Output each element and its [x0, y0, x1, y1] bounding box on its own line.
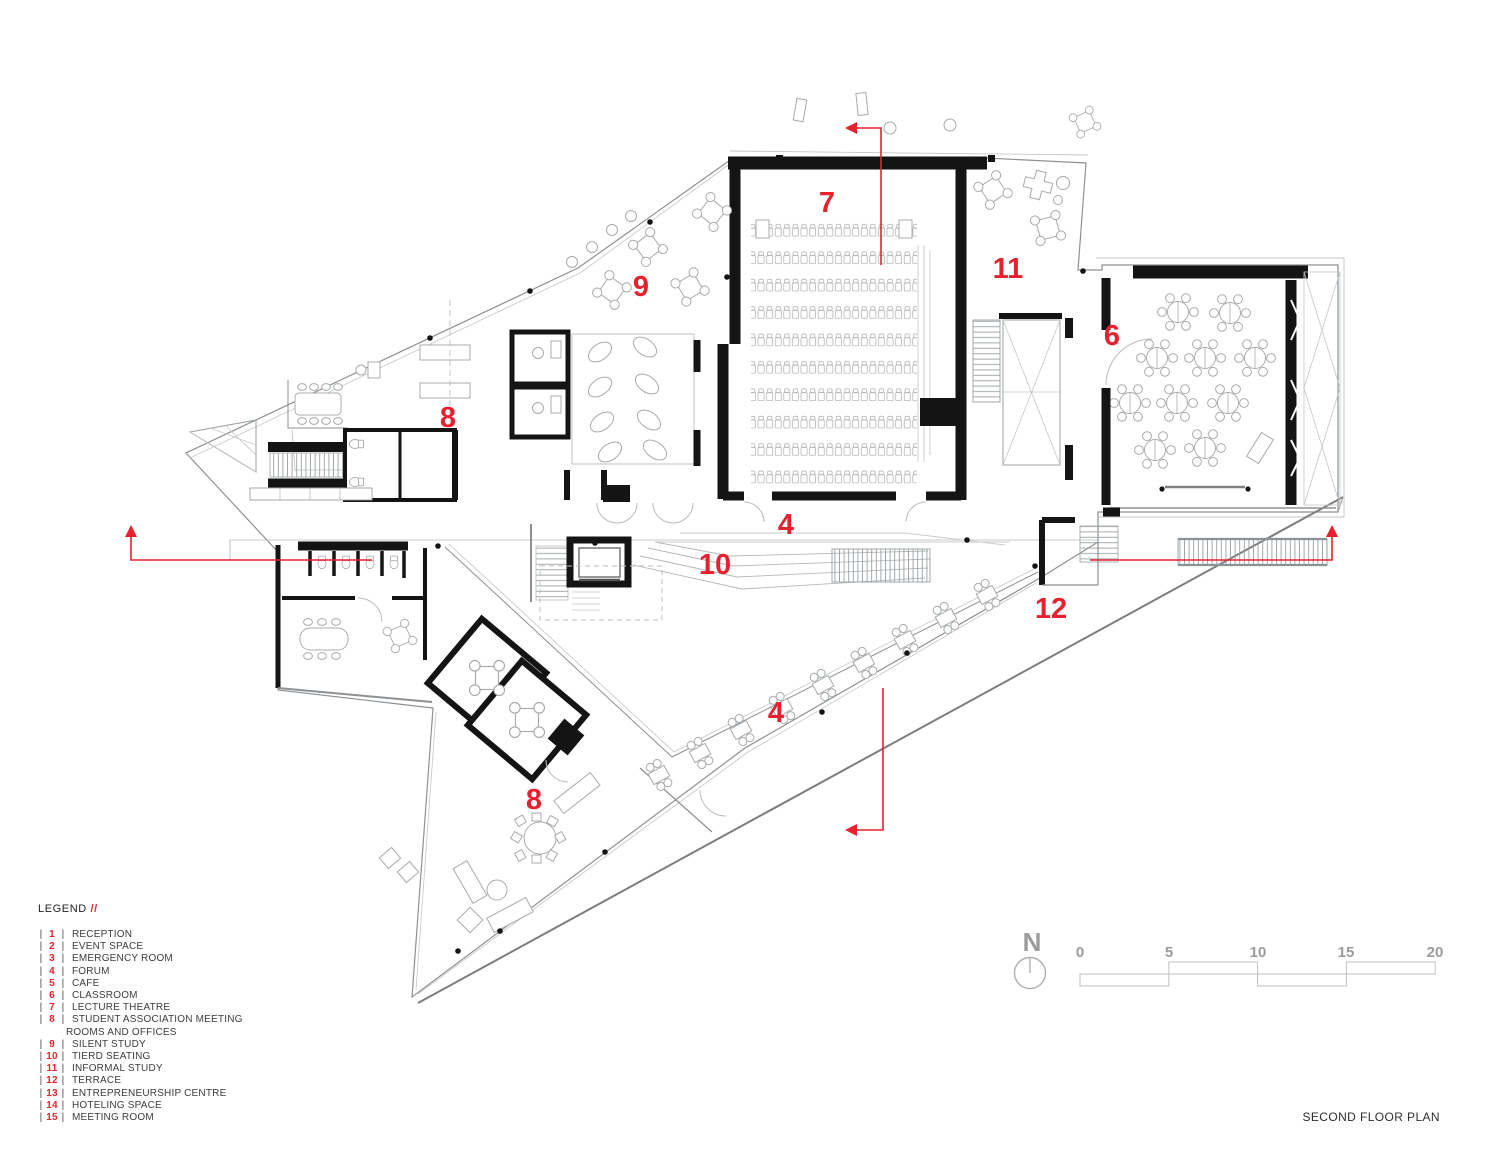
silent-study	[566, 91, 1107, 314]
northwest-core	[188, 419, 458, 561]
north-arrow: N	[1012, 927, 1052, 999]
legend-title: LEGEND	[38, 903, 87, 915]
label-tiered-seating: 10	[699, 549, 731, 581]
legend-item-6: |6|CLASSROOM	[39, 990, 138, 1002]
legend-item-1: |1|RECEPTION	[39, 929, 133, 940]
legend-item-11: |11|INFORMAL STUDY	[39, 1063, 163, 1075]
legend-slashes: //	[90, 903, 98, 915]
legend-item-12: |12|TERRACE	[39, 1075, 122, 1087]
label-forum-lower: 4	[768, 697, 784, 729]
legend-item-9: |9|SILENT STUDY	[39, 1038, 146, 1050]
legend-item-8-line2: ROOMS AND OFFICES	[66, 1026, 177, 1038]
legend-item-14: |14|HOTELING SPACE	[39, 1099, 162, 1111]
label-informal-study: 11	[993, 253, 1024, 285]
structural-columns	[427, 155, 1086, 954]
atrium-stair	[831, 548, 931, 583]
legend-item-10: |10|TIERD SEATING	[39, 1051, 151, 1063]
scale-tick-0: 0	[1075, 944, 1085, 961]
label-silent-study: 9	[633, 271, 649, 303]
label-lecture-theatre: 7	[819, 187, 835, 219]
legend-item-7: |7|LECTURE THEATRE	[39, 1002, 171, 1014]
legend-item-13: |13|ENTREPRENEURSHIP CENTRE	[39, 1087, 227, 1099]
student-association-upper	[287, 300, 471, 471]
tiered-seating-contours	[632, 532, 1010, 590]
rotated-meeting-rooms	[423, 614, 591, 784]
lounge	[378, 767, 727, 934]
north-compass-icon	[1013, 956, 1047, 990]
elevator	[530, 524, 663, 621]
scale-tick-20: 20	[1426, 944, 1444, 961]
scale-bar	[1079, 961, 1436, 987]
office-pods	[509, 329, 701, 524]
scale-tick-5: 5	[1164, 944, 1174, 961]
label-forum-upper: 4	[778, 509, 794, 541]
legend-item-5: |5|CAFE	[39, 977, 100, 989]
left-wing	[275, 541, 433, 703]
section-arrows	[130, 127, 1333, 831]
forum-corridor-tables	[643, 577, 1003, 793]
label-classroom: 6	[1104, 320, 1120, 352]
legend-item-4: |4|FORUM	[39, 965, 110, 977]
classroom	[1101, 265, 1341, 517]
terrace-edge	[417, 496, 1344, 1004]
label-terrace: 12	[1035, 593, 1067, 625]
legend: LEGEND // |1|RECEPTION |2|EVENT SPACE |3…	[38, 903, 243, 1124]
label-student-association-lower: 8	[526, 784, 542, 816]
label-student-association-upper: 8	[440, 402, 456, 434]
north-label: N	[1022, 927, 1042, 957]
plan-number-labels: 7 9 11 6 8 4 10 12 4 8	[440, 187, 1120, 816]
drawing-title: SECOND FLOOR PLAN	[1302, 1110, 1440, 1124]
legend-item-8: |8|STUDENT ASSOCIATION MEETING	[39, 1014, 243, 1026]
informal-study	[969, 166, 1076, 480]
legend-item-15: |15|MEETING ROOM	[39, 1112, 154, 1124]
legend-item-2: |2|EVENT SPACE	[39, 941, 144, 953]
section-arrowheads	[125, 122, 1338, 836]
legend-header: LEGEND //	[38, 903, 243, 915]
scale-tick-15: 15	[1337, 944, 1355, 961]
lecture-theatre	[717, 156, 987, 523]
atrium-edge	[230, 539, 1098, 758]
legend-item-3: |3|EMERGENCY ROOM	[39, 953, 173, 965]
scale-tick-10: 10	[1249, 944, 1267, 961]
